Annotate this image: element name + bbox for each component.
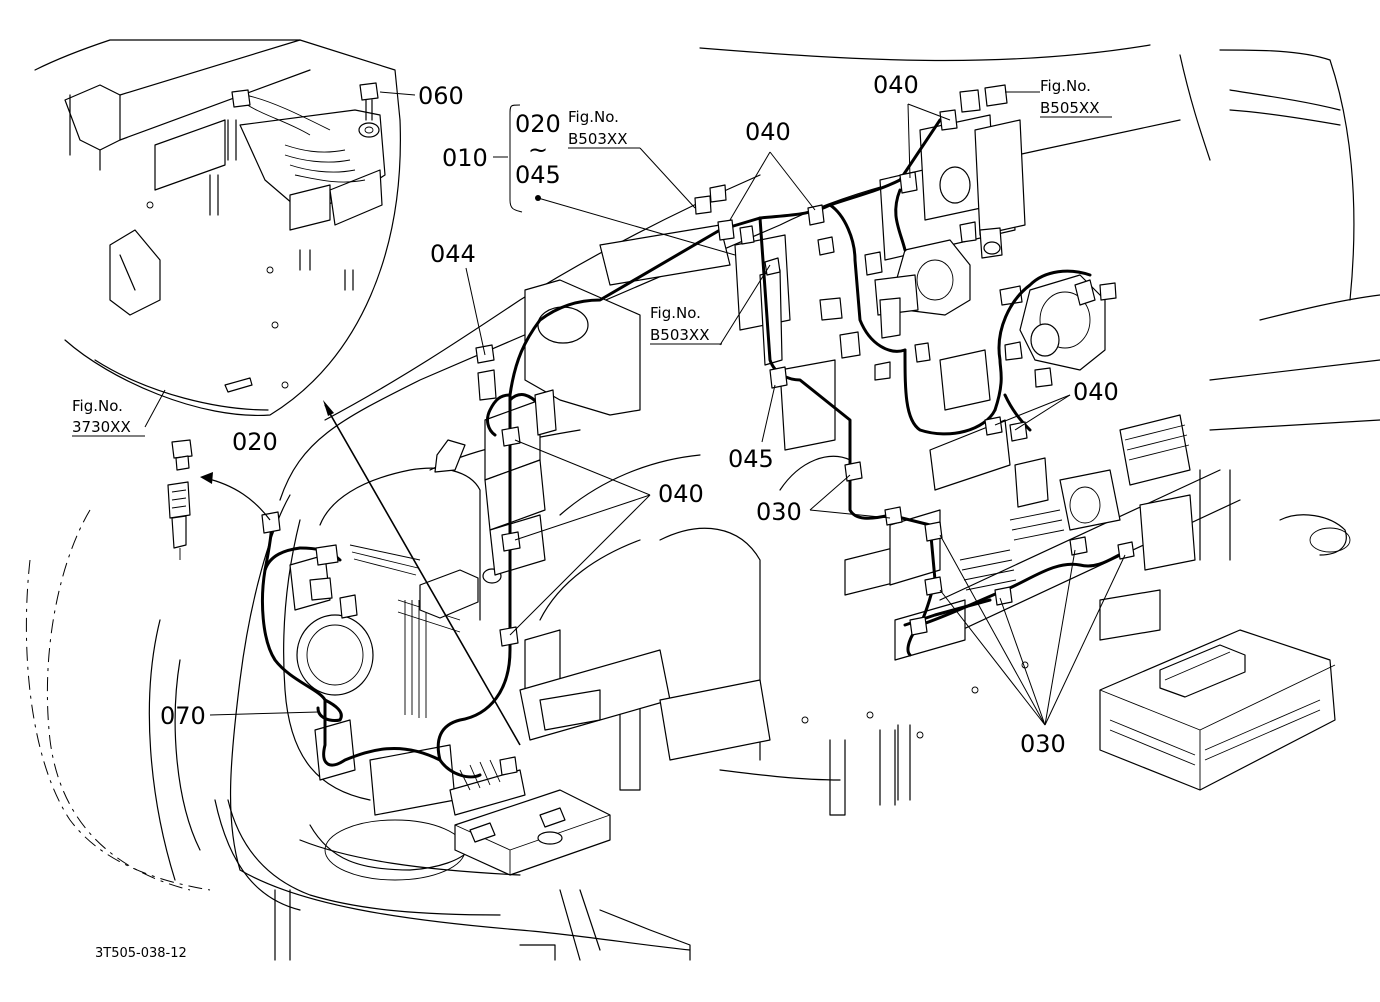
label-010: 010 xyxy=(442,144,488,172)
label-tilde: ~ xyxy=(528,136,548,164)
fig-ref-b503-top-code: B503XX xyxy=(568,130,627,148)
label-045: 045 xyxy=(728,445,774,473)
inset-panel xyxy=(34,39,401,417)
harness-clamps xyxy=(261,84,1135,776)
label-045-range: 045 xyxy=(515,161,561,189)
fig-ref-b503-top-prefix: Fig.No. xyxy=(568,108,619,126)
figure-references: Fig.No. 3730XX Fig.No. B503XX Fig.No. B5… xyxy=(72,77,1112,437)
battery xyxy=(1099,629,1336,791)
label-020: 020 xyxy=(232,428,278,456)
leader-lines xyxy=(144,91,1126,746)
fig-ref-b505-code: B505XX xyxy=(1040,99,1099,117)
fig-ref-3730-code: 3730XX xyxy=(72,418,131,436)
fig-ref-3730-prefix: Fig.No. xyxy=(72,397,123,415)
label-030-bottom: 030 xyxy=(1020,730,1066,758)
label-020-range: 020 xyxy=(515,110,561,138)
label-040-left: 040 xyxy=(658,480,704,508)
relay-box xyxy=(449,759,611,876)
label-070: 070 xyxy=(160,702,206,730)
fig-ref-b505-prefix: Fig.No. xyxy=(1040,77,1091,95)
drawing-id: 3T505-038-12 xyxy=(95,946,187,961)
part-labels: 060 010 020 ~ 045 044 040 040 040 040 04… xyxy=(160,71,1119,758)
label-040-top-center: 040 xyxy=(745,118,791,146)
label-040-top-right: 040 xyxy=(873,71,919,99)
label-040-right: 040 xyxy=(1073,378,1119,406)
part-020-fuses xyxy=(167,439,193,560)
radiator-grille xyxy=(289,544,502,718)
label-044: 044 xyxy=(430,240,476,268)
engine-components xyxy=(801,221,1196,739)
frame-brackets xyxy=(314,114,1026,816)
label-030-mid: 030 xyxy=(756,498,802,526)
fig-ref-b503-mid-code: B503XX xyxy=(650,326,709,344)
fig-ref-b503-mid-prefix: Fig.No. xyxy=(650,304,701,322)
wire-harness xyxy=(260,118,1132,779)
label-060: 060 xyxy=(418,82,464,110)
